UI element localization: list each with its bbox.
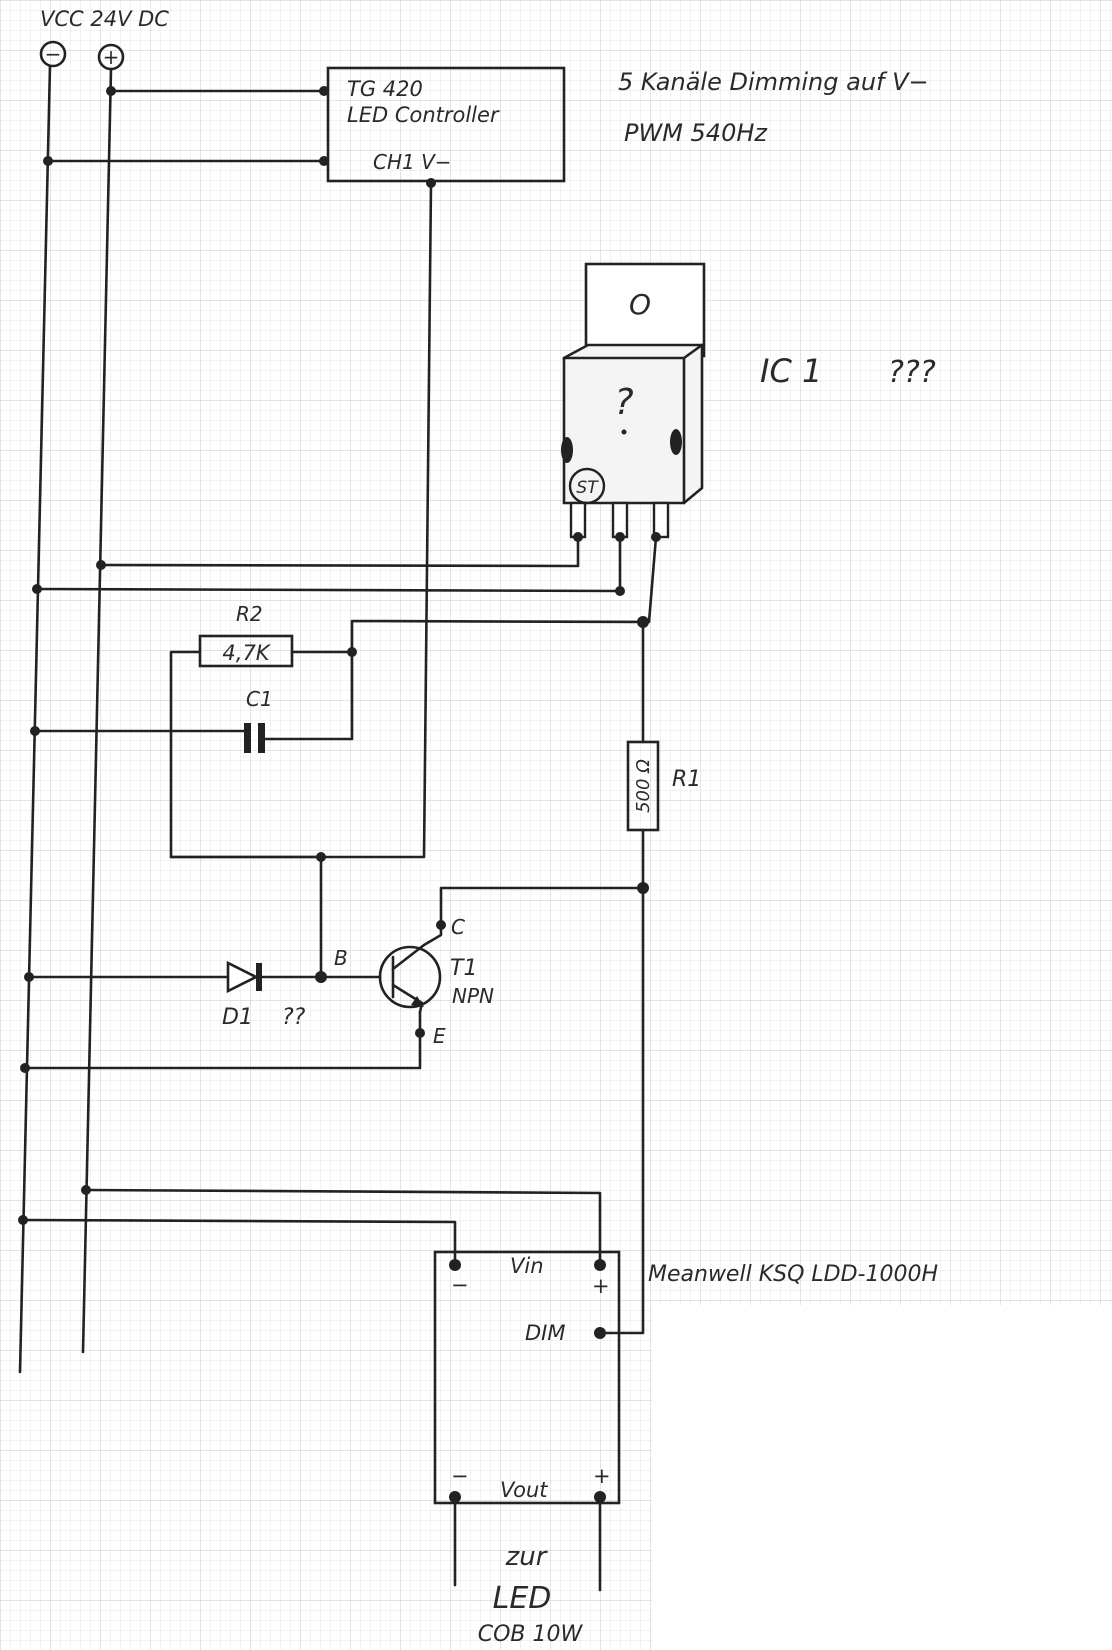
c1-capacitor bbox=[244, 723, 265, 753]
controller-name: TG 420 bbox=[347, 77, 423, 101]
ic1-label: IC 1 bbox=[760, 352, 822, 390]
driver-vout-minus: − bbox=[451, 1464, 469, 1488]
r1-value: 500 Ω bbox=[633, 759, 654, 813]
wire-ic-pin1-to-plus bbox=[99, 535, 580, 568]
c1-label: C1 bbox=[246, 687, 273, 711]
d1-label: D1 bbox=[222, 1005, 253, 1030]
wire-r2-right bbox=[270, 650, 354, 741]
supply-minus-terminal: − bbox=[39, 40, 67, 68]
plus-rail bbox=[81, 67, 113, 1354]
r2-label: R2 bbox=[236, 602, 263, 626]
controller-subtitle: LED Controller bbox=[347, 103, 500, 127]
supply-minus-symbol: − bbox=[45, 42, 62, 66]
output-led: LED bbox=[493, 1581, 552, 1616]
d1-diode bbox=[226, 960, 262, 994]
supply-plus-symbol: + bbox=[103, 45, 120, 69]
ic1-package: O ? ST bbox=[561, 262, 706, 539]
ic1-tab-hole: O bbox=[629, 288, 651, 321]
driver-vout: Vout bbox=[500, 1478, 548, 1502]
output-cob: COB 10W bbox=[478, 1622, 584, 1647]
wire-r1-bottom bbox=[598, 828, 645, 1335]
controller-box bbox=[326, 66, 566, 183]
wire-ic-pin3-output bbox=[350, 535, 658, 654]
wire-driver-minus bbox=[21, 1218, 457, 1264]
wire-collector bbox=[439, 886, 645, 927]
driver-box bbox=[433, 1250, 621, 1505]
t1-pin-e: E bbox=[433, 1024, 446, 1048]
controller-channel-pin: CH1 V− bbox=[373, 150, 452, 174]
driver-dim: DIM bbox=[525, 1321, 565, 1345]
note-pwm: PWM 540Hz bbox=[624, 119, 768, 147]
t1-pin-b: B bbox=[334, 946, 348, 970]
t1-label: T1 bbox=[450, 956, 477, 981]
t1-type: NPN bbox=[452, 984, 494, 1008]
supply-label: VCC 24V DC bbox=[40, 7, 169, 31]
driver-label: Meanwell KSQ LDD-1000H bbox=[648, 1262, 938, 1287]
driver-vin-minus: − bbox=[451, 1273, 469, 1297]
r2-value: 4,7K bbox=[222, 641, 271, 665]
ic1-st-logo: ST bbox=[576, 478, 599, 498]
st-logo-icon bbox=[568, 467, 606, 505]
minus-rail bbox=[18, 64, 52, 1374]
driver-vin: Vin bbox=[510, 1254, 544, 1278]
driver-vout-plus: + bbox=[593, 1464, 611, 1488]
note-dimming: 5 Kanäle Dimming auf V− bbox=[618, 68, 929, 96]
driver-vin-plus: + bbox=[592, 1274, 610, 1298]
ic1-unknown: ??? bbox=[888, 355, 936, 390]
output-zur: zur bbox=[505, 1542, 549, 1572]
r1-label: R1 bbox=[672, 767, 701, 792]
d1-unknown: ?? bbox=[282, 1005, 306, 1030]
wire-driver-plus bbox=[84, 1188, 602, 1262]
ic1-body-mark: ? bbox=[614, 382, 633, 423]
paper-blank-corner bbox=[652, 1305, 1112, 1650]
t1-pin-c: C bbox=[451, 915, 465, 939]
